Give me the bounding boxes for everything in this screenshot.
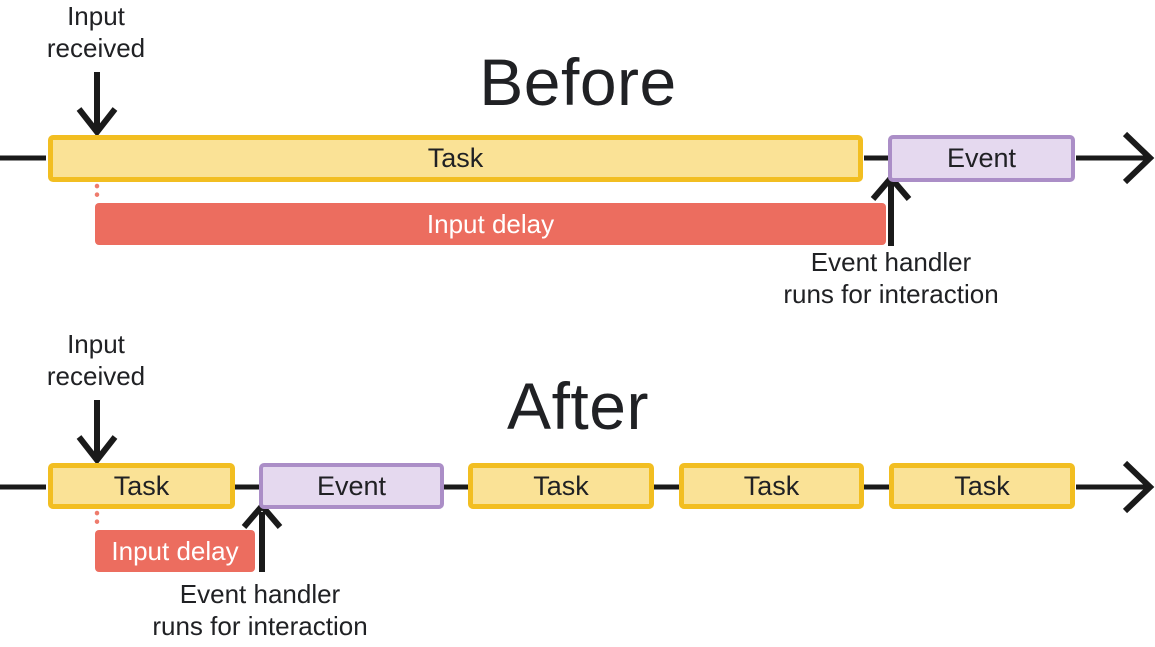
after-task-bar-4: Task — [889, 463, 1075, 509]
before-input-delay-bar: Input delay — [95, 203, 886, 245]
after-event-handler-label: Event handler runs for interaction — [152, 579, 368, 641]
before-event-handler-label: Event handler runs for interaction — [783, 247, 999, 309]
after-timeline-arrowhead-icon — [1122, 460, 1155, 514]
after-task-bar-2: Task — [468, 463, 654, 509]
after-title: After — [507, 369, 649, 443]
before-input-received-label: Input received — [46, 1, 146, 63]
before-input-arrow-down-icon — [76, 72, 118, 137]
before-title: Before — [479, 45, 677, 119]
after-event-bar: Event — [259, 463, 444, 509]
before-event-bar: Event — [888, 135, 1075, 182]
after-task-bar-1: Task — [48, 463, 235, 509]
after-task-bar-3: Task — [679, 463, 864, 509]
after-input-arrow-down-icon — [76, 400, 118, 465]
after-input-delay-bar: Input delay — [95, 530, 255, 572]
after-input-received-label: Input received — [46, 329, 146, 391]
before-task-bar: Task — [48, 135, 863, 182]
before-timeline-arrowhead-icon — [1122, 131, 1155, 185]
